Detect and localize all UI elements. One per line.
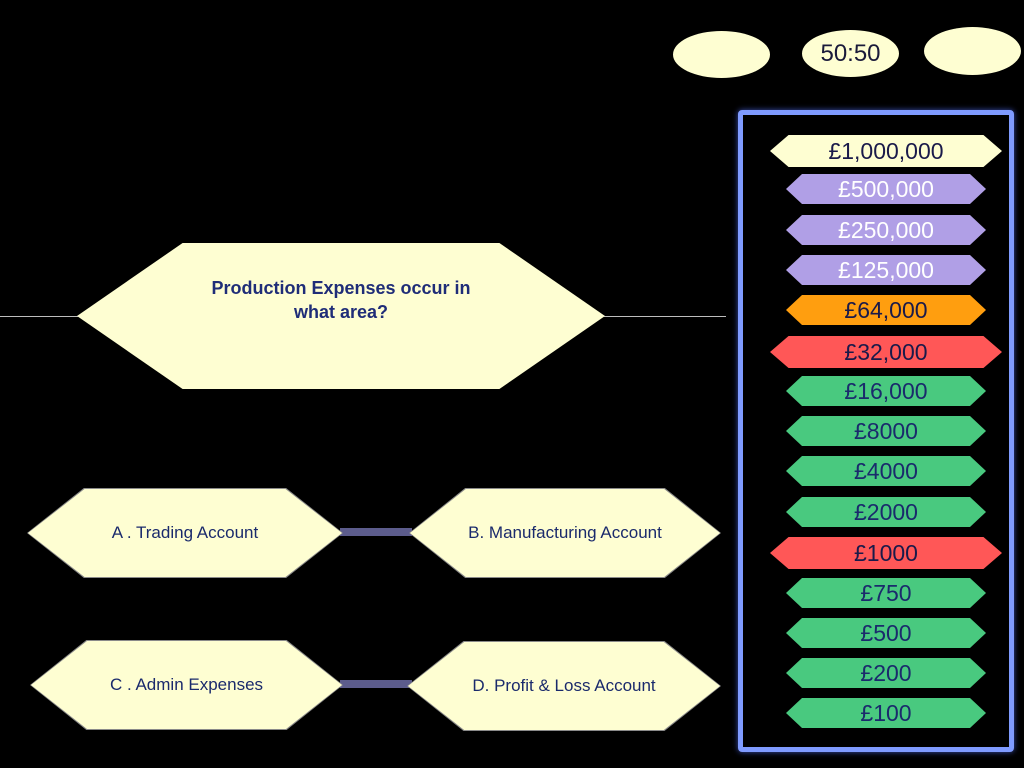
ladder-rung-label: £32,000 <box>844 338 928 365</box>
ladder-rung-label: £125,000 <box>838 256 934 283</box>
question-text: Production Expenses occur in what area? <box>211 278 471 322</box>
ladder-rung-16000: £16,000 <box>786 376 986 406</box>
ladder-rung-1000: £1000 <box>770 537 1002 569</box>
ladder-rung-label: £750 <box>860 579 912 606</box>
ladder-rung-1000000: £1,000,000 <box>770 135 1002 167</box>
ladder-rung-label: £100 <box>860 699 912 726</box>
ladder-rung-250000: £250,000 <box>786 215 986 245</box>
ladder-rung-label: £200 <box>860 659 912 686</box>
ladder-rung-200: £200 <box>786 658 986 688</box>
ladder-rung-label: £500,000 <box>838 175 934 202</box>
ladder-rung-label: £1,000,000 <box>828 137 944 164</box>
lifeline-1-button[interactable] <box>673 31 770 78</box>
answer-d-label: D. Profit & Loss Account <box>472 676 656 695</box>
answer-d-button[interactable]: D. Profit & Loss Account <box>408 642 720 730</box>
answer-a-label: A . Trading Account <box>111 523 259 542</box>
ladder-rung-label: £1000 <box>854 539 918 566</box>
ladder-rung-label: £64,000 <box>844 296 928 323</box>
ladder-rung-label: £4000 <box>854 457 918 484</box>
ladder-rung-750: £750 <box>786 578 986 608</box>
ladder-rung-100: £100 <box>786 698 986 728</box>
ladder-rung-4000: £4000 <box>786 456 986 486</box>
money-ladder-panel <box>738 110 1014 752</box>
answer-c-button[interactable]: C . Admin Expenses <box>31 641 342 729</box>
ladder-rung-500000: £500,000 <box>786 174 986 204</box>
ladder-rung-500: £500 <box>786 618 986 648</box>
ladder-rung-8000: £8000 <box>786 416 986 446</box>
answer-b-label: B. Manufacturing Account <box>468 523 662 542</box>
ladder-rung-125000: £125,000 <box>786 255 986 285</box>
answer-b-button[interactable]: B. Manufacturing Account <box>410 489 720 577</box>
ladder-rung-label: £500 <box>860 619 912 646</box>
answer-connector-top <box>340 528 412 536</box>
question-box: Production Expenses occur in what area? <box>77 243 605 389</box>
answer-c-label: C . Admin Expenses <box>109 675 264 694</box>
lifeline-fifty-fifty-button[interactable]: 50:50 <box>802 30 899 77</box>
ladder-rung-64000: £64,000 <box>786 295 986 325</box>
ladder-rung-label: £2000 <box>854 498 918 525</box>
lifeline-3-button[interactable] <box>924 27 1021 75</box>
question-line-left <box>0 316 78 317</box>
answer-a-button[interactable]: A . Trading Account <box>28 489 342 577</box>
ladder-rung-2000: £2000 <box>786 497 986 527</box>
question-line-right <box>604 316 726 317</box>
ladder-rung-label: £250,000 <box>838 216 934 243</box>
ladder-rung-32000: £32,000 <box>770 336 1002 368</box>
ladder-rung-label: £16,000 <box>844 377 928 404</box>
answer-connector-bottom <box>340 680 412 688</box>
ladder-rung-label: £8000 <box>854 417 918 444</box>
